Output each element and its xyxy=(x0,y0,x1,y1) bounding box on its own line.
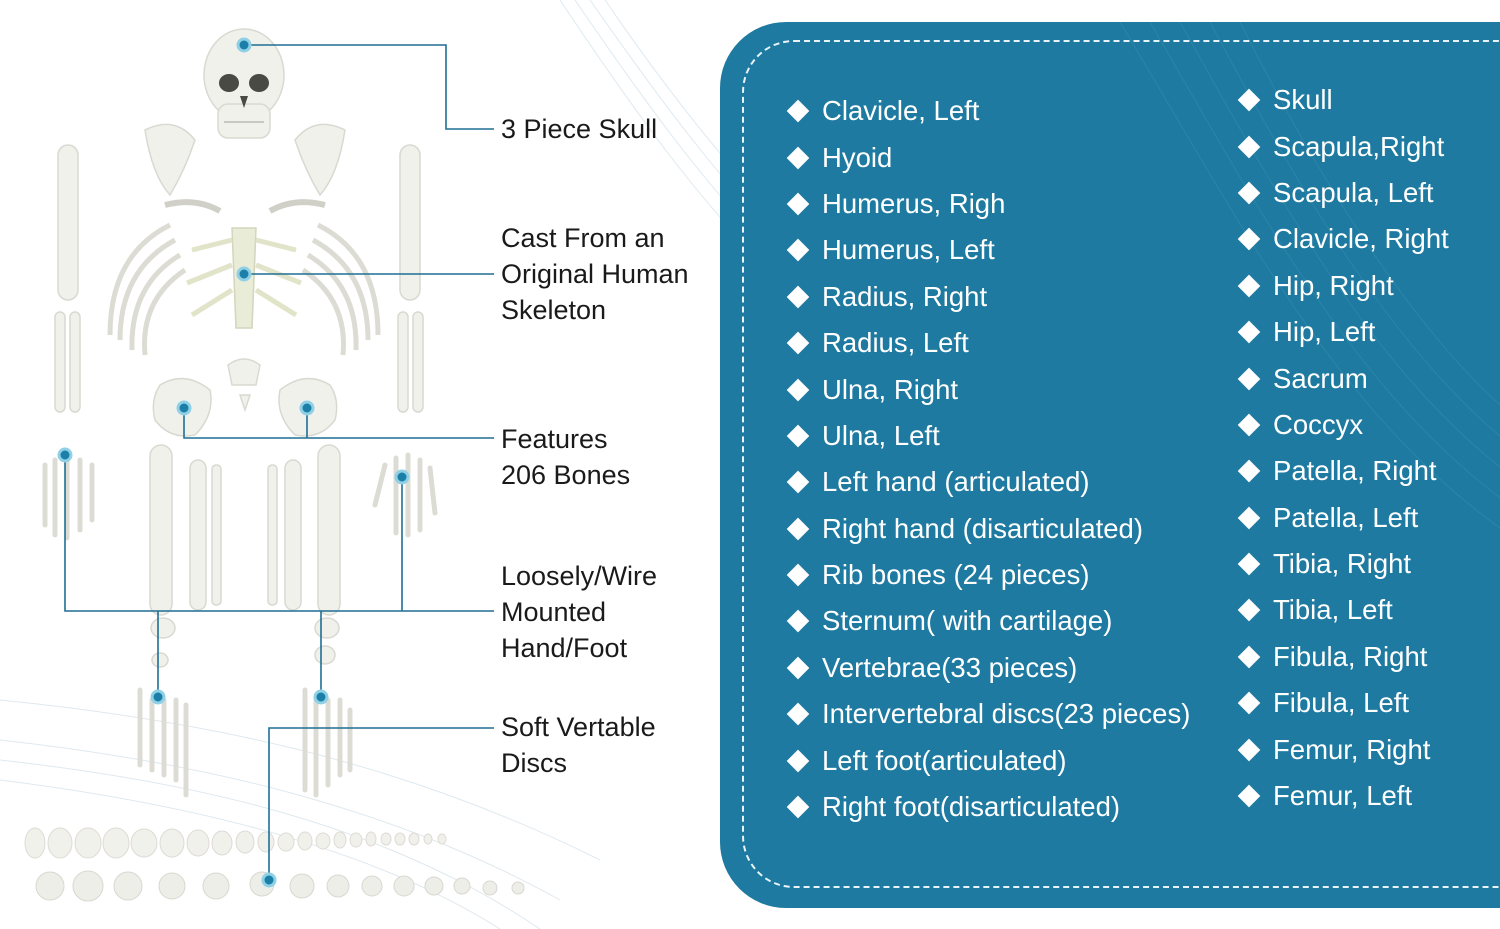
diamond-bullet-icon xyxy=(1237,738,1261,761)
list-item: Sternum( with cartilage) xyxy=(786,598,1190,644)
list-item: Patella, Right xyxy=(1237,448,1449,494)
diamond-bullet-icon xyxy=(786,99,810,123)
ribs-illustration xyxy=(107,222,381,356)
diamond-bullet-icon xyxy=(1237,459,1261,483)
vertebrae-illustration xyxy=(35,870,525,902)
diamond-bullet-icon xyxy=(1237,552,1261,576)
parts-list-column-1: Clavicle, Left Hyoid Humerus, Righ Humer… xyxy=(786,88,1190,830)
diamond-bullet-icon xyxy=(1237,367,1261,390)
femur-right-illustration xyxy=(317,444,341,616)
diamond-bullet-icon xyxy=(786,378,810,401)
skeleton-diagram xyxy=(24,28,525,902)
callout-discs: Soft Vertable Discs xyxy=(501,712,656,778)
diamond-bullet-icon xyxy=(786,517,810,541)
list-item: Patella, Left xyxy=(1237,495,1449,541)
list-item: Femur, Left xyxy=(1237,773,1449,819)
callout-marker-icon xyxy=(57,37,410,888)
leader-lines xyxy=(64,44,494,880)
list-item: Tibia, Left xyxy=(1237,587,1449,633)
diamond-bullet-icon xyxy=(1237,599,1261,622)
parts-list-dashed-frame xyxy=(742,40,1500,888)
list-item: Humerus, Left xyxy=(786,227,1190,273)
diamond-bullet-icon xyxy=(1237,88,1261,112)
list-item: Coccyx xyxy=(1237,402,1449,448)
list-item: Fibula, Right xyxy=(1237,634,1449,680)
diamond-bullet-icon xyxy=(1237,645,1261,669)
diamond-bullet-icon xyxy=(786,239,810,262)
diamond-bullet-icon xyxy=(786,331,810,355)
list-item: Clavicle, Left xyxy=(786,88,1190,134)
list-item: Hip, Left xyxy=(1237,309,1449,355)
foot-bones-illustration xyxy=(137,687,353,798)
list-item: Skull xyxy=(1237,77,1449,123)
diamond-bullet-icon xyxy=(1237,181,1261,205)
femur-left-illustration xyxy=(149,444,173,616)
list-item: Tibia, Right xyxy=(1237,541,1449,587)
list-item: Humerus, Righ xyxy=(786,181,1190,227)
diamond-bullet-icon xyxy=(786,795,810,819)
diamond-bullet-icon xyxy=(1237,320,1261,344)
list-item: Scapula, Left xyxy=(1237,170,1449,216)
diamond-bullet-icon xyxy=(1237,228,1261,251)
list-item: Left hand (articulated) xyxy=(786,459,1190,505)
humerus-right-illustration xyxy=(399,144,421,301)
diamond-bullet-icon xyxy=(1237,135,1261,158)
callout-skull: 3 Piece Skull xyxy=(501,114,658,144)
list-item: Hip, Right xyxy=(1237,263,1449,309)
diamond-bullet-icon xyxy=(786,749,810,772)
diamond-bullet-icon xyxy=(786,285,810,309)
diamond-bullet-icon xyxy=(786,424,810,448)
list-item: Left foot(articulated) xyxy=(786,737,1190,783)
diamond-bullet-icon xyxy=(786,702,810,726)
list-item: Fibula, Left xyxy=(1237,680,1449,726)
callout-bones: Features 206 Bones xyxy=(501,424,631,490)
list-item: Intervertebral discs(23 pieces) xyxy=(786,691,1190,737)
diamond-bullet-icon xyxy=(1237,784,1261,808)
list-item: Scapula,Right xyxy=(1237,123,1449,169)
list-item: Right hand (disarticulated) xyxy=(786,506,1190,552)
list-item: Rib bones (24 pieces) xyxy=(786,552,1190,598)
diamond-bullet-icon xyxy=(786,563,810,587)
humerus-left-illustration xyxy=(57,144,79,301)
scapula-left-illustration xyxy=(144,123,196,197)
diamond-bullet-icon xyxy=(1237,691,1261,715)
diamond-bullet-icon xyxy=(1237,274,1261,298)
list-item: Femur, Right xyxy=(1237,726,1449,772)
parts-list-column-2: Skull Scapula,Right Scapula, Left Clavic… xyxy=(1237,77,1449,819)
diamond-bullet-icon xyxy=(786,656,810,680)
diamond-bullet-icon xyxy=(786,610,810,633)
list-item: Ulna, Left xyxy=(786,413,1190,459)
list-item: Right foot(disarticulated) xyxy=(786,784,1190,830)
diamond-bullet-icon xyxy=(786,470,810,494)
callout-cast: Cast From an Original Human Skeleton xyxy=(501,223,689,325)
intervertebral-discs-illustration xyxy=(24,827,447,859)
scapula-right-illustration xyxy=(294,123,346,197)
diamond-bullet-icon xyxy=(1237,413,1261,437)
parts-list-panel xyxy=(720,22,1500,908)
sacrum-illustration xyxy=(227,358,261,386)
list-item: Vertebrae(33 pieces) xyxy=(786,645,1190,691)
list-item: Clavicle, Right xyxy=(1237,216,1449,262)
diamond-bullet-icon xyxy=(786,192,810,216)
list-item: Hyoid xyxy=(786,134,1190,180)
diamond-bullet-icon xyxy=(1237,506,1261,530)
skull-illustration xyxy=(203,28,285,139)
diamond-bullet-icon xyxy=(786,146,810,169)
list-item: Ulna, Right xyxy=(786,366,1190,412)
list-item: Radius, Right xyxy=(786,274,1190,320)
list-item: Radius, Left xyxy=(786,320,1190,366)
callout-mounted: Loosely/Wire Mounted Hand/Foot xyxy=(501,561,658,663)
list-item: Sacrum xyxy=(1237,355,1449,401)
hand-bones-illustration xyxy=(42,452,438,541)
